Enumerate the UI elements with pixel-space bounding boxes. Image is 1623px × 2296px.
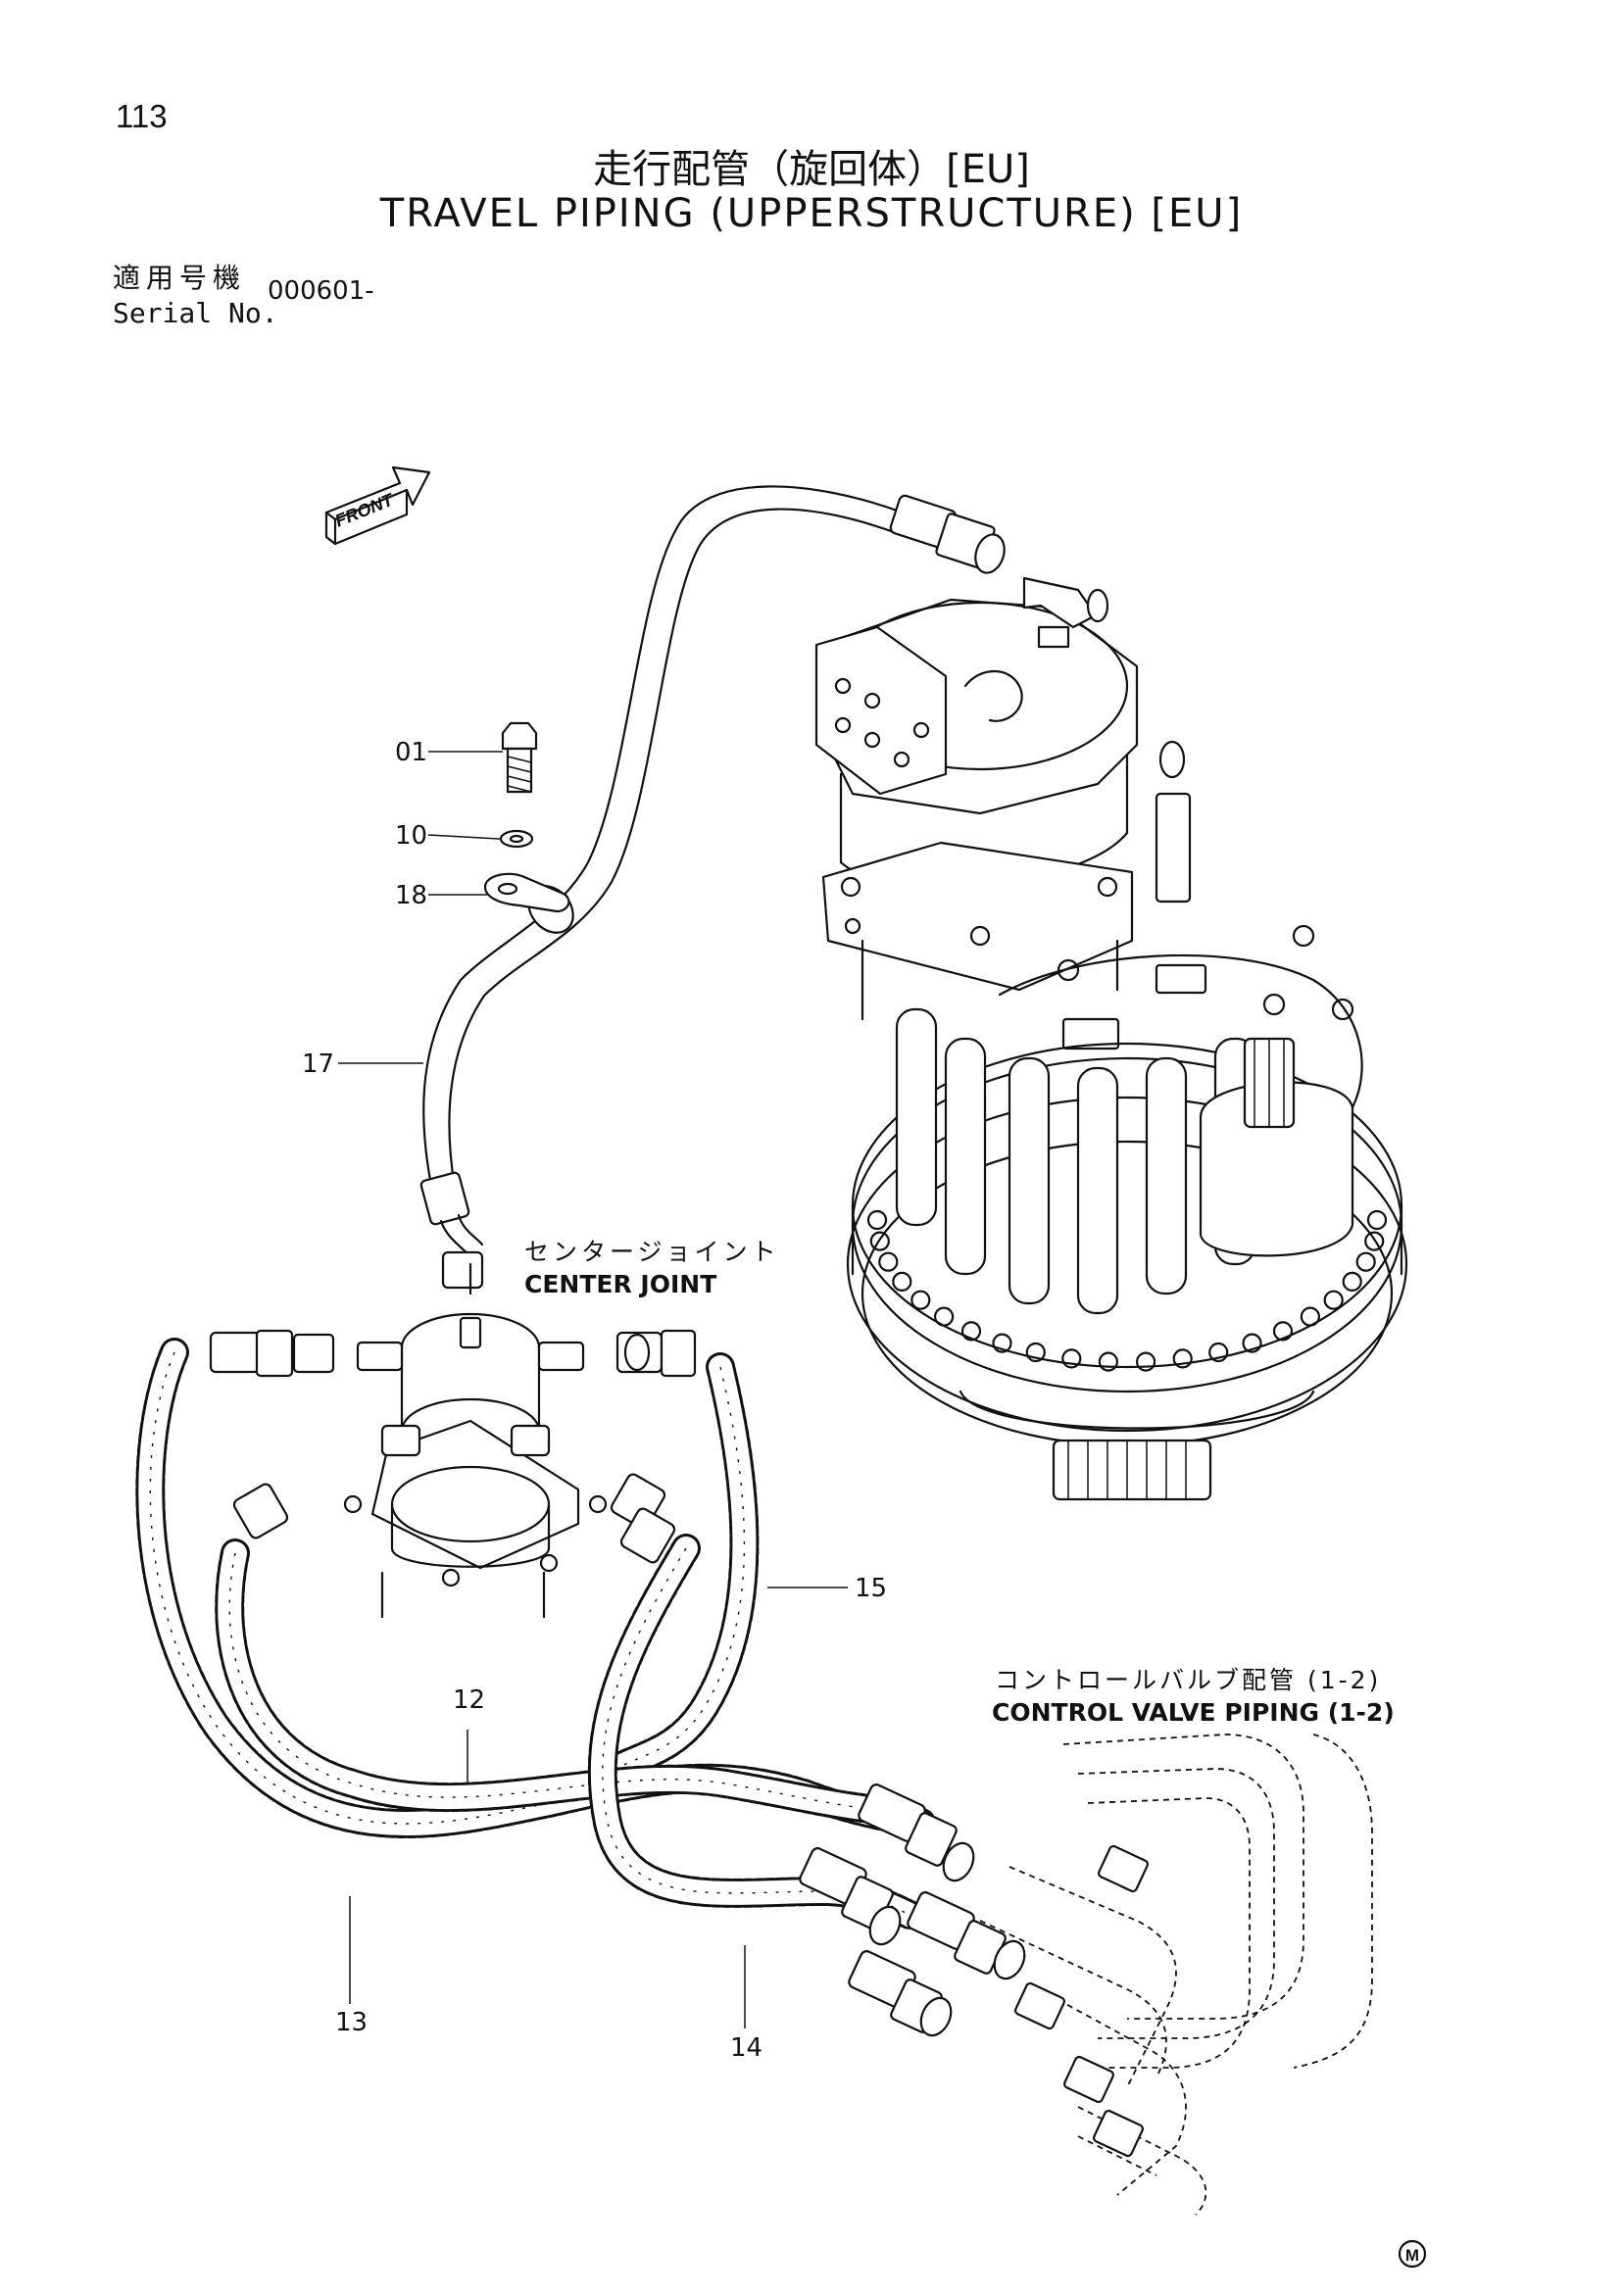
svg-text:M: M: [1405, 2246, 1419, 2265]
washer-10: [499, 829, 534, 849]
ring-bolt-hole: [892, 1271, 912, 1293]
hose-15: [593, 1352, 760, 1788]
manufacturer-logo: M: [1398, 2239, 1427, 2269]
hose-fittings: [209, 1329, 1026, 2037]
serial-label-japanese: 適用号機: [113, 262, 247, 294]
center-joint-label-english: CENTER JOINT: [524, 1270, 717, 1298]
bolt-01: [501, 721, 538, 794]
ring-bolt-hole: [1323, 1290, 1344, 1310]
ring-bolt-hole: [1208, 1342, 1229, 1363]
serial-label-english: Serial No.: [113, 297, 278, 329]
ring-bolt-hole: [1172, 1348, 1193, 1369]
callout-15: 15: [855, 1574, 888, 1603]
control-valve-piping: [979, 1734, 1373, 2216]
callout-17: 17: [302, 1050, 335, 1079]
ring-bolt-hole: [1025, 1342, 1046, 1363]
serial-number-value: 000601-: [268, 276, 374, 306]
callout-13: 13: [335, 2008, 369, 2037]
ring-bolt-hole: [992, 1333, 1012, 1353]
ring-bolt-hole: [878, 1251, 899, 1272]
control-valve-label-japanese: コントロールバルブ配管 (1-2): [995, 1666, 1382, 1694]
leader-lines: [338, 751, 848, 2028]
hose-12: [215, 1539, 877, 1823]
callout-12: 12: [453, 1685, 486, 1715]
ring-bolt-hole: [1366, 1209, 1388, 1231]
ring-bolt-hole: [1135, 1351, 1156, 1372]
ring-bolt-hole: [1098, 1351, 1119, 1372]
ring-bolt-hole: [960, 1321, 982, 1342]
ring-bolt-hole: [1061, 1348, 1082, 1369]
ring-bolt-hole: [866, 1209, 888, 1231]
center-joint: [343, 1262, 608, 1619]
ring-bolt-hole: [1272, 1321, 1294, 1342]
callout-14: 14: [730, 2033, 763, 2063]
hose-17: [419, 485, 1006, 1290]
ring-bolt-hole: [1364, 1231, 1385, 1251]
ring-bolt-hole: [1342, 1271, 1362, 1293]
ring-bolt-hole: [910, 1290, 931, 1310]
title-japanese: 走行配管（旋回体）[EU]: [593, 147, 1030, 192]
ring-bolt-hole: [1355, 1251, 1376, 1272]
center-joint-label-japanese: センタージョイント: [524, 1238, 780, 1266]
callout-10: 10: [395, 821, 428, 851]
clamp-18: [483, 872, 570, 913]
front-arrow-icon: FRONT: [324, 465, 431, 546]
hose-14: [587, 1534, 926, 1930]
front-arrow-label: FRONT: [332, 489, 398, 531]
callout-18: 18: [395, 881, 428, 910]
page-number: 113: [116, 98, 168, 134]
ring-bolt-hole: [1300, 1306, 1321, 1327]
ring-bolt-hole: [1242, 1333, 1262, 1353]
callout-01: 01: [395, 738, 428, 767]
travel-motor-assembly: [814, 576, 1408, 1501]
title-english: TRAVEL PIPING (UPPERSTRUCTURE) [EU]: [379, 191, 1244, 236]
ring-bolt-hole: [869, 1231, 890, 1251]
ring-bolt-hole: [933, 1306, 955, 1327]
control-valve-label-english: CONTROL VALVE PIPING (1-2): [992, 1698, 1395, 1727]
